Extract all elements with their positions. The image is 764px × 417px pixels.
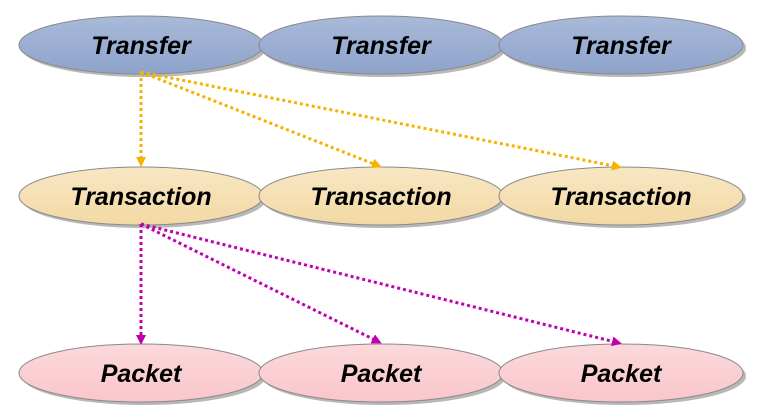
packet-row: Packet Packet Packet bbox=[18, 343, 746, 405]
transaction-node: Transaction bbox=[18, 166, 266, 228]
transfer-row: Transfer Transfer Transfer bbox=[18, 15, 746, 77]
transfer-node: Transfer bbox=[498, 15, 746, 77]
transfer-node-label: Transfer bbox=[91, 32, 192, 60]
packet-node: Packet bbox=[18, 343, 266, 405]
dotted-arrow bbox=[140, 222, 622, 347]
transfer-node-label: Transfer bbox=[571, 32, 672, 60]
transfer-node: Transfer bbox=[18, 15, 266, 77]
packet-node: Packet bbox=[498, 343, 746, 405]
transfer-node-shape bbox=[498, 15, 744, 75]
transaction-node-label: Transaction bbox=[550, 183, 691, 211]
packet-node: Packet bbox=[258, 343, 506, 405]
transaction-row: Transaction Transaction Transaction bbox=[18, 166, 746, 228]
transaction-to-packet-arrows bbox=[136, 222, 622, 347]
transfer-to-transaction-arrows bbox=[136, 70, 622, 171]
packet-node-label: Packet bbox=[341, 360, 423, 388]
dotted-arrow bbox=[140, 70, 382, 169]
transfer-node-label: Transfer bbox=[331, 32, 432, 60]
packet-node-label: Packet bbox=[581, 360, 663, 388]
packet-node-label: Packet bbox=[101, 360, 183, 388]
transaction-node-label: Transaction bbox=[310, 183, 451, 211]
transfer-node: Transfer bbox=[258, 15, 506, 77]
transaction-node: Transaction bbox=[258, 166, 506, 228]
dotted-arrow bbox=[140, 70, 622, 171]
transaction-node-label: Transaction bbox=[70, 183, 211, 211]
transaction-node: Transaction bbox=[498, 166, 746, 228]
dotted-arrow bbox=[140, 222, 382, 344]
